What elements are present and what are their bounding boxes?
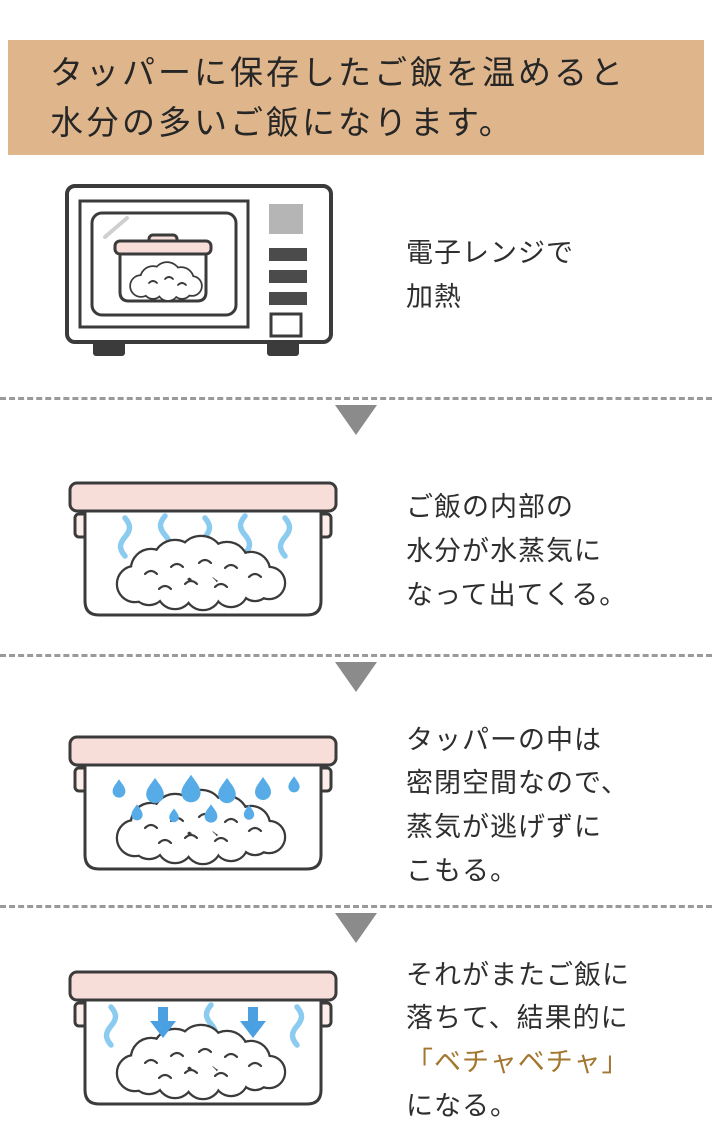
caption-line-highlight: 「ベチャベチャ」 — [406, 1047, 630, 1078]
container-steam-icon — [68, 481, 338, 617]
caption-line: 加熱 — [406, 282, 462, 313]
container-in-microwave — [113, 233, 213, 303]
step-caption: タッパーの中は 密閉空間なので、 蒸気が逃げずに こもる。 — [406, 719, 712, 894]
panel-display — [269, 204, 303, 234]
caption-line: タッパーの中は — [406, 724, 602, 756]
microwave-icon — [65, 184, 333, 356]
down-triangle-icon — [335, 913, 377, 943]
panel-button — [269, 270, 307, 283]
caption-line: になる。 — [406, 1090, 518, 1122]
rice — [115, 534, 287, 612]
container-lid — [68, 735, 338, 767]
caption-line: こもる。 — [406, 855, 518, 887]
droplet-icons — [112, 774, 300, 823]
rice-small — [129, 261, 203, 302]
caption-line: 電子レンジで — [406, 238, 574, 270]
step-steam-trapped: タッパーの中は 密閉空間なので、 蒸気が逃げずに こもる。 — [0, 707, 712, 905]
panel-button — [269, 248, 307, 261]
container-steam-illustration — [0, 472, 406, 632]
caption-line: 落ちて、結果的に — [406, 1003, 629, 1035]
step-steam-released: ご飯の内部の 水分が水蒸気に なって出てくる。 — [0, 450, 712, 654]
down-arrow-icon — [240, 1007, 266, 1038]
container-arrows-icon — [68, 970, 338, 1106]
down-arrow-icon — [150, 1007, 176, 1038]
panel-button — [269, 292, 307, 305]
title-line-1: タッパーに保存したご飯を温めると — [50, 53, 626, 92]
caption-line: 水分が水蒸気に — [406, 536, 602, 568]
down-triangle-icon — [335, 662, 377, 692]
step-heat-in-microwave: 電子レンジで 加熱 — [0, 155, 712, 397]
step-divider — [0, 397, 712, 450]
container-droplets-icon — [68, 735, 338, 871]
step-rice-gets-soggy: それがまたご飯に 落ちて、結果的に 「ベチャベチャ」 になる。 — [0, 958, 712, 1124]
down-triangle-icon — [335, 405, 377, 435]
step-caption: 電子レンジで 加熱 — [406, 232, 712, 319]
caption-line: なって出てくる。 — [406, 579, 628, 611]
caption-line: それがまたご飯に — [406, 959, 630, 991]
caption-line: ご飯の内部の — [406, 492, 574, 524]
microwave-illustration — [0, 180, 406, 372]
container-arrows-illustration — [0, 961, 406, 1121]
panel-start-button — [269, 312, 303, 338]
control-panel — [269, 204, 307, 338]
step-divider — [0, 905, 712, 958]
step-caption: ご飯の内部の 水分が水蒸気に なって出てくる。 — [406, 486, 712, 617]
caption-line: 蒸気が逃げずに — [406, 812, 602, 843]
window-shine — [103, 216, 129, 239]
title-line-2: 水分の多いご飯になります。 — [50, 102, 515, 142]
container-lid — [68, 970, 338, 1002]
rice — [115, 1023, 287, 1101]
container-droplets-illustration — [0, 726, 406, 886]
container-lid — [68, 481, 338, 513]
title-banner: タッパーに保存したご飯を温めると 水分の多いご飯になります。 — [8, 40, 704, 155]
step-caption: それがまたご飯に 落ちて、結果的に 「ベチャベチャ」 になる。 — [406, 954, 712, 1124]
caption-line: 密閉空間なので、 — [406, 768, 629, 800]
down-arrow-icons — [150, 1007, 266, 1038]
step-divider — [0, 654, 712, 707]
